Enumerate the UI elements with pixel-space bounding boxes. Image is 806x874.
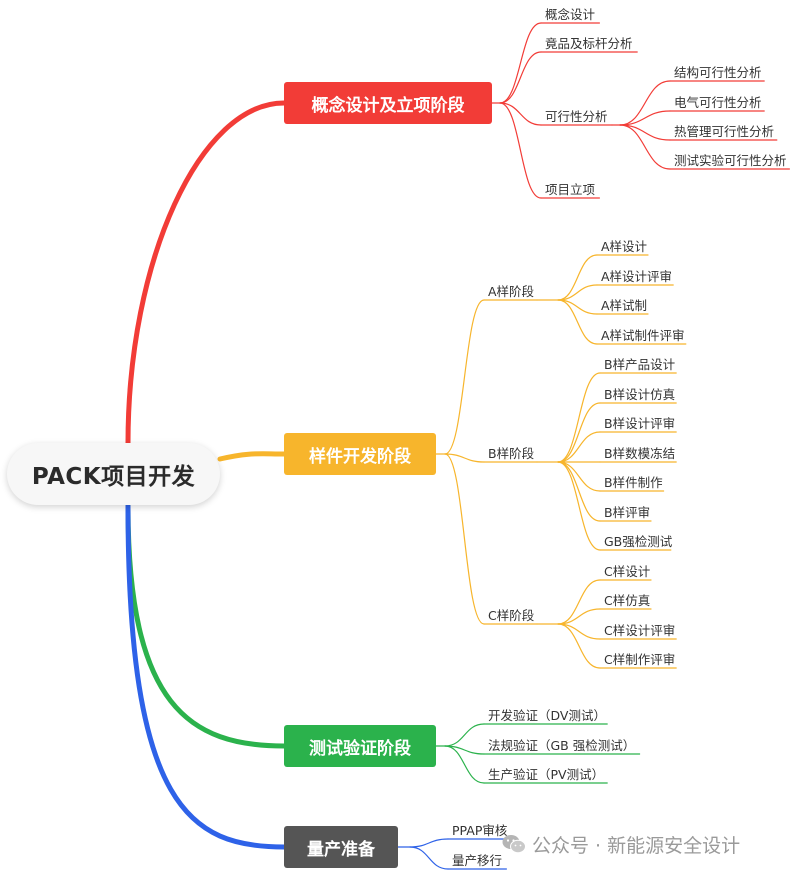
subtopic-node[interactable]: 热管理可行性分析 — [674, 124, 775, 139]
stage-1-sub-2-link-2 — [557, 623, 601, 640]
subtopic-node[interactable]: B样设计评审 — [604, 416, 676, 431]
subtopic-node[interactable]: C样设计评审 — [604, 623, 676, 638]
topic-node[interactable]: 概念设计 — [545, 7, 596, 22]
subtopic-node[interactable]: A样试制件评审 — [601, 328, 685, 343]
stage-node[interactable]: 样件开发阶段 — [284, 433, 436, 475]
stage-1-sub-1-link-6 — [557, 461, 601, 551]
stage-0-sub-2-link-2 — [619, 124, 671, 141]
root-branch-3 — [125, 503, 287, 850]
root-branch-0 — [125, 100, 287, 446]
wechat-icon — [502, 835, 526, 854]
stage-1-sub-2-link-3 — [557, 623, 601, 669]
subtopic-node[interactable]: B样数模冻结 — [604, 446, 676, 461]
subtopic-node[interactable]: 电气可行性分析 — [674, 95, 762, 110]
subtopic-node[interactable]: C样仿真 — [604, 593, 651, 608]
topic-node[interactable]: PPAP审核 — [452, 823, 508, 838]
stage-node[interactable]: 概念设计及立项阶段 — [284, 82, 492, 124]
subtopic-node[interactable]: C样制作评审 — [604, 652, 676, 667]
stage-0-sub-2-link-3 — [619, 124, 671, 170]
topic-node[interactable]: B样阶段 — [488, 446, 535, 461]
stage-1-sub-1-link-0 — [557, 372, 601, 463]
watermark: 公众号 · 新能源安全设计 — [502, 830, 740, 858]
stage-1-link-0 — [444, 299, 485, 455]
stage-1-sub-0-link-1 — [557, 284, 598, 301]
stage-1-sub-0-link-0 — [557, 254, 598, 301]
watermark-text: 公众号 · 新能源安全设计 — [532, 834, 741, 857]
stage-3-link-1 — [409, 846, 449, 870]
stage-1-sub-1-link-4 — [557, 461, 601, 492]
subtopic-node[interactable]: A样设计评审 — [601, 269, 673, 284]
stage-0-link-3 — [499, 102, 542, 199]
subtopic-node[interactable]: GB强检测试 — [604, 534, 673, 549]
topic-node[interactable]: 项目立项 — [545, 182, 596, 197]
stage-2-link-2 — [444, 745, 485, 784]
stage-2-link-0 — [444, 723, 485, 747]
topic-node[interactable]: C样阶段 — [488, 608, 535, 623]
subtopic-node[interactable]: B样件制作 — [604, 475, 663, 490]
topic-node[interactable]: 可行性分析 — [545, 109, 608, 124]
root-node[interactable]: PACK项目开发 — [7, 443, 220, 505]
subtopic-node[interactable]: B样设计仿真 — [604, 387, 676, 402]
stage-node[interactable]: 量产准备 — [284, 826, 398, 868]
stage-3-link-0 — [409, 838, 449, 848]
stage-1-link-2 — [444, 453, 485, 625]
stage-0-sub-2-link-1 — [619, 110, 671, 126]
topic-node[interactable]: 竟品及标杆分析 — [545, 36, 633, 51]
subtopic-node[interactable]: 结构可行性分析 — [674, 65, 762, 80]
root-branch-1 — [217, 451, 287, 462]
topic-node[interactable]: A样阶段 — [488, 284, 535, 299]
stage-1-sub-1-link-1 — [557, 402, 601, 463]
subtopic-node[interactable]: 测试实验可行性分析 — [674, 153, 787, 168]
stage-0-link-0 — [499, 22, 542, 104]
subtopic-node[interactable]: B样产品设计 — [604, 357, 676, 372]
subtopic-node[interactable]: C样设计 — [604, 564, 651, 579]
topic-node[interactable]: 法规验证（GB 强检测试） — [488, 738, 636, 753]
subtopic-node[interactable]: B样评审 — [604, 505, 651, 520]
stage-1-sub-0-link-3 — [557, 299, 598, 345]
stage-0-link-2 — [499, 102, 542, 126]
stage-1-sub-1-link-2 — [557, 431, 601, 463]
subtopic-node[interactable]: A样设计 — [601, 239, 648, 254]
topic-node[interactable]: 生产验证（PV测试） — [488, 767, 605, 782]
stage-1-sub-1-link-5 — [557, 461, 601, 522]
stage-0-link-1 — [499, 51, 542, 104]
topic-node[interactable]: 开发验证（DV测试） — [488, 708, 606, 723]
topic-node[interactable]: 量产移行 — [452, 853, 503, 868]
stage-1-link-1 — [444, 453, 485, 463]
stage-0-sub-2-link-0 — [619, 80, 671, 126]
stage-1-sub-2-link-0 — [557, 579, 601, 625]
stage-1-sub-2-link-1 — [557, 608, 601, 625]
stage-node[interactable]: 测试验证阶段 — [284, 725, 436, 767]
root-branch-2 — [125, 503, 287, 749]
subtopic-node[interactable]: A样试制 — [601, 298, 648, 313]
